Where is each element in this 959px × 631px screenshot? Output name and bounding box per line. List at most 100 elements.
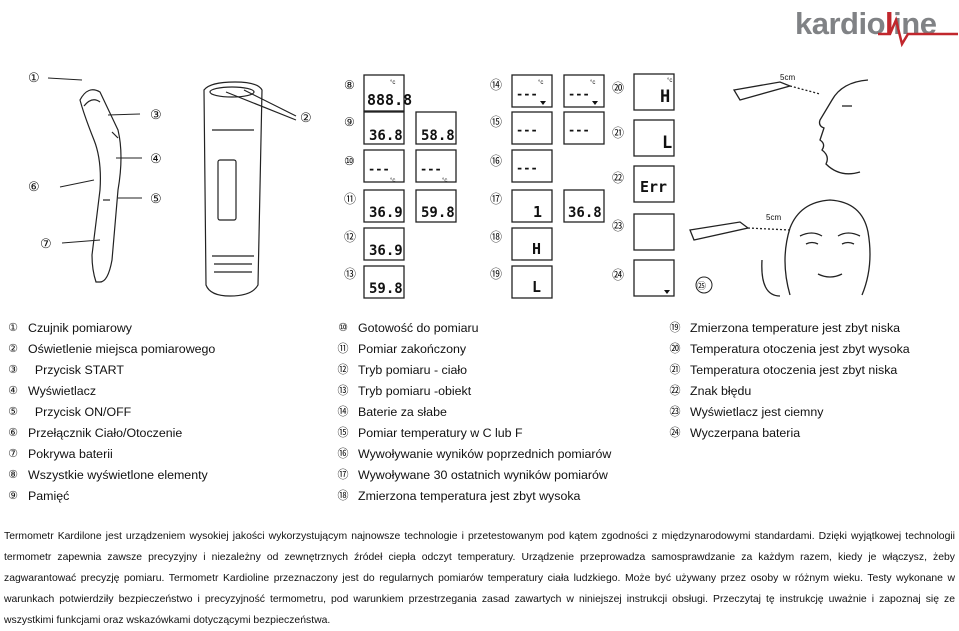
legend-num: ⑩ [338, 322, 348, 334]
legend-item: ⑦ Pokrywa baterii [4, 444, 324, 465]
legend-item: ⑫ Tryb pomiaru - ciało [334, 360, 654, 381]
legend-label: Pomiar zakończony [358, 342, 467, 356]
row-num-23: ㉓ [612, 219, 624, 233]
legend-label: Oświetlenie miejsca pomiarowego [28, 342, 216, 356]
row-num-17: ⑰ [490, 192, 502, 206]
legend-label: Przycisk START [28, 363, 124, 377]
legend-item: ⑰ Wywoływane 30 ostatnich wyników pomiaró… [334, 465, 654, 486]
legend-item: ⑨ Pamięć [4, 486, 324, 507]
row-num-25: ㉕ [697, 281, 706, 291]
callout-7: ⑦ [40, 236, 52, 251]
legend-label: Wyczerpana bateria [690, 426, 801, 440]
thermometer-side-view [79, 89, 122, 283]
legend-item: ⑤ Przycisk ON/OFF [4, 402, 324, 423]
lcd-dashes-7: --- [516, 161, 538, 175]
row-num-19: ⑲ [490, 267, 502, 281]
legend-label: Zmierzona temperature jest zbyt niska [690, 321, 901, 335]
legend-label: Znak błędu [690, 384, 752, 398]
legend-num: ⑨ [8, 490, 18, 502]
row-num-18: ⑱ [490, 230, 502, 244]
legend-label: Pamięć [28, 489, 70, 503]
legend-num: ㉔ [669, 427, 681, 439]
legend-num: ⑭ [337, 406, 349, 418]
lcd-readings: 888.8 36.8 58.8 --- --- 36.9 59.8 36.9 5… [367, 87, 672, 297]
legend-label: Pokrywa baterii [28, 447, 113, 461]
lcd-reading-b: 58.8 [421, 128, 455, 144]
svg-text:°c: °c [442, 178, 447, 184]
legend-label: Pomiar temperatury w C lub F [358, 426, 523, 440]
face-front-illustration [689, 199, 871, 297]
legend-num: ㉓ [669, 406, 681, 418]
display-row-numbers: ⑧ ⑨ ⑩ ⑪ ⑫ ⑬ ⑭ ⑮ ⑯ ⑰ ⑱ ⑲ ⑳ ㉑ ㉒ ㉓ ㉔ ㉕ [344, 78, 706, 291]
heartbeat-icon [878, 16, 958, 48]
lcd-reading-d: 59.8 [421, 205, 455, 221]
distance-label-top: 5cm [780, 73, 795, 82]
legend-label: Wywoływanie wyników poprzednich pomiarów [358, 447, 612, 461]
row-num-12: ⑫ [344, 230, 356, 244]
row-num-10: ⑩ [344, 154, 355, 168]
lcd-reading-c: 36.9 [369, 205, 403, 221]
legend-num: ⑥ [8, 427, 18, 439]
legend-label: Przycisk ON/OFF [28, 405, 132, 419]
lcd-error: Err [640, 178, 667, 196]
legend-label: Zmierzona temperatura jest zbyt wysoka [358, 489, 581, 503]
callout-1: ① [28, 70, 40, 85]
legend-num: ② [8, 343, 18, 355]
lcd-high-low: H [532, 240, 541, 258]
legend-label: Wszystkie wyświetlone elementy [28, 468, 208, 482]
legend-label: Wyświetlacz [28, 384, 97, 398]
legend-num: ⑫ [337, 364, 349, 376]
legend-label: Wyświetlacz jest ciemny [690, 405, 824, 419]
legend-num: ㉑ [669, 364, 681, 376]
lcd-dashes-5: --- [516, 123, 538, 137]
legend-item: ⑱ Zmierzona temperatura jest zbyt wysoka [334, 486, 654, 507]
legend-num: ⑦ [8, 448, 18, 460]
lcd-dashes-1: --- [368, 162, 390, 176]
legend-item: ⑩ Gotowość do pomiaru [334, 318, 654, 339]
brand-logo: kardioline [790, 4, 958, 48]
legend-num: ⑲ [669, 322, 681, 334]
callout-5: ⑤ [150, 191, 162, 206]
legend-item: ② Oświetlenie miejsca pomiarowego [4, 339, 324, 360]
legend-label: Temperatura otoczenia jest zbyt wysoka [690, 342, 910, 356]
legend-label: Tryb pomiaru -obiekt [358, 384, 472, 398]
legend-item: ㉓ Wyświetlacz jest ciemny [666, 402, 956, 423]
callout-3: ③ [150, 107, 162, 122]
row-num-24: ㉔ [612, 268, 624, 282]
lcd-unit-marks: °c °c °c °c °c °c [390, 78, 672, 184]
legend-label: Tryb pomiaru - ciało [358, 363, 468, 377]
row-num-14: ⑭ [490, 78, 502, 92]
row-num-20: ⑳ [612, 81, 624, 95]
lcd-reading-f: 59.8 [369, 281, 403, 297]
legend-num: ⑰ [337, 469, 349, 481]
lcd-low-1: L [532, 278, 541, 296]
legend-item: ③ Przycisk START [4, 360, 324, 381]
face-profile-illustration [732, 79, 869, 175]
logo-text-a: kardio [795, 6, 886, 41]
legend-num: ⑱ [337, 490, 349, 502]
legend-num: ⑧ [8, 469, 18, 481]
svg-text:°c: °c [538, 80, 543, 86]
callout-2: ② [300, 110, 312, 125]
lcd-all-segments: 888.8 [367, 91, 412, 109]
legend-item: ⑬ Tryb pomiaru -obiekt [334, 381, 654, 402]
lcd-dashes-2: --- [420, 162, 442, 176]
lcd-high-ambient: H [660, 87, 670, 107]
legend-num: ⑤ [8, 406, 18, 418]
legend-label: Wywoływane 30 ostatnich wyników pomiarów [358, 468, 608, 482]
legend-num: ④ [8, 385, 18, 397]
legend-item: ㉔ Wyczerpana bateria [666, 423, 956, 444]
logo-text-b: l [885, 6, 894, 41]
legend-label: Gotowość do pomiaru [358, 321, 479, 335]
row-num-8: ⑧ [344, 78, 355, 92]
legend-num: ⑬ [337, 385, 349, 397]
